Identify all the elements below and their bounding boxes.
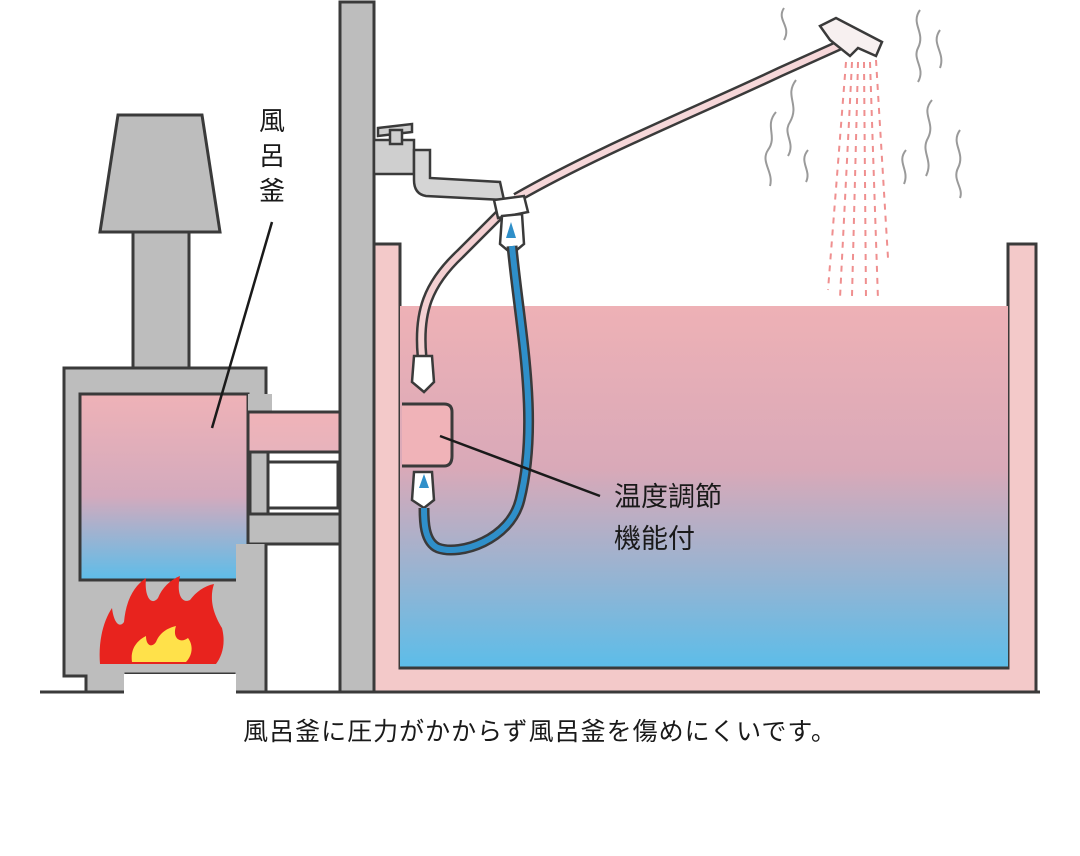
shower-head bbox=[818, 16, 884, 58]
boiler-label-char-1: 風 bbox=[259, 107, 285, 137]
boiler-leader-line bbox=[210, 221, 274, 429]
thermostat-leader-line bbox=[439, 434, 601, 498]
thermostat-label-line-2: 機能付 bbox=[614, 524, 695, 555]
burner-flame bbox=[99, 576, 224, 664]
bathtub bbox=[372, 242, 1038, 694]
boiler-label-char-2: 呂 bbox=[259, 142, 285, 172]
boiler-label-char-3: 釜 bbox=[259, 177, 285, 207]
boiler-chamber bbox=[78, 392, 250, 582]
boiler-chimney bbox=[98, 113, 222, 370]
hose-connectors bbox=[410, 194, 530, 510]
faucet bbox=[372, 122, 506, 202]
bath-water bbox=[400, 306, 1008, 668]
caption: 風呂釜に圧力がかからず風呂釜を傷めにくいです。 bbox=[243, 717, 837, 746]
steam bbox=[764, 7, 962, 199]
thermostat-fitting bbox=[402, 402, 454, 468]
shower-water bbox=[827, 59, 889, 301]
house-wall bbox=[338, 0, 376, 694]
cold-water-hose bbox=[418, 222, 535, 556]
hot-water-hose bbox=[415, 30, 863, 357]
thermostat-label-line-1: 温度調節 bbox=[614, 482, 722, 513]
